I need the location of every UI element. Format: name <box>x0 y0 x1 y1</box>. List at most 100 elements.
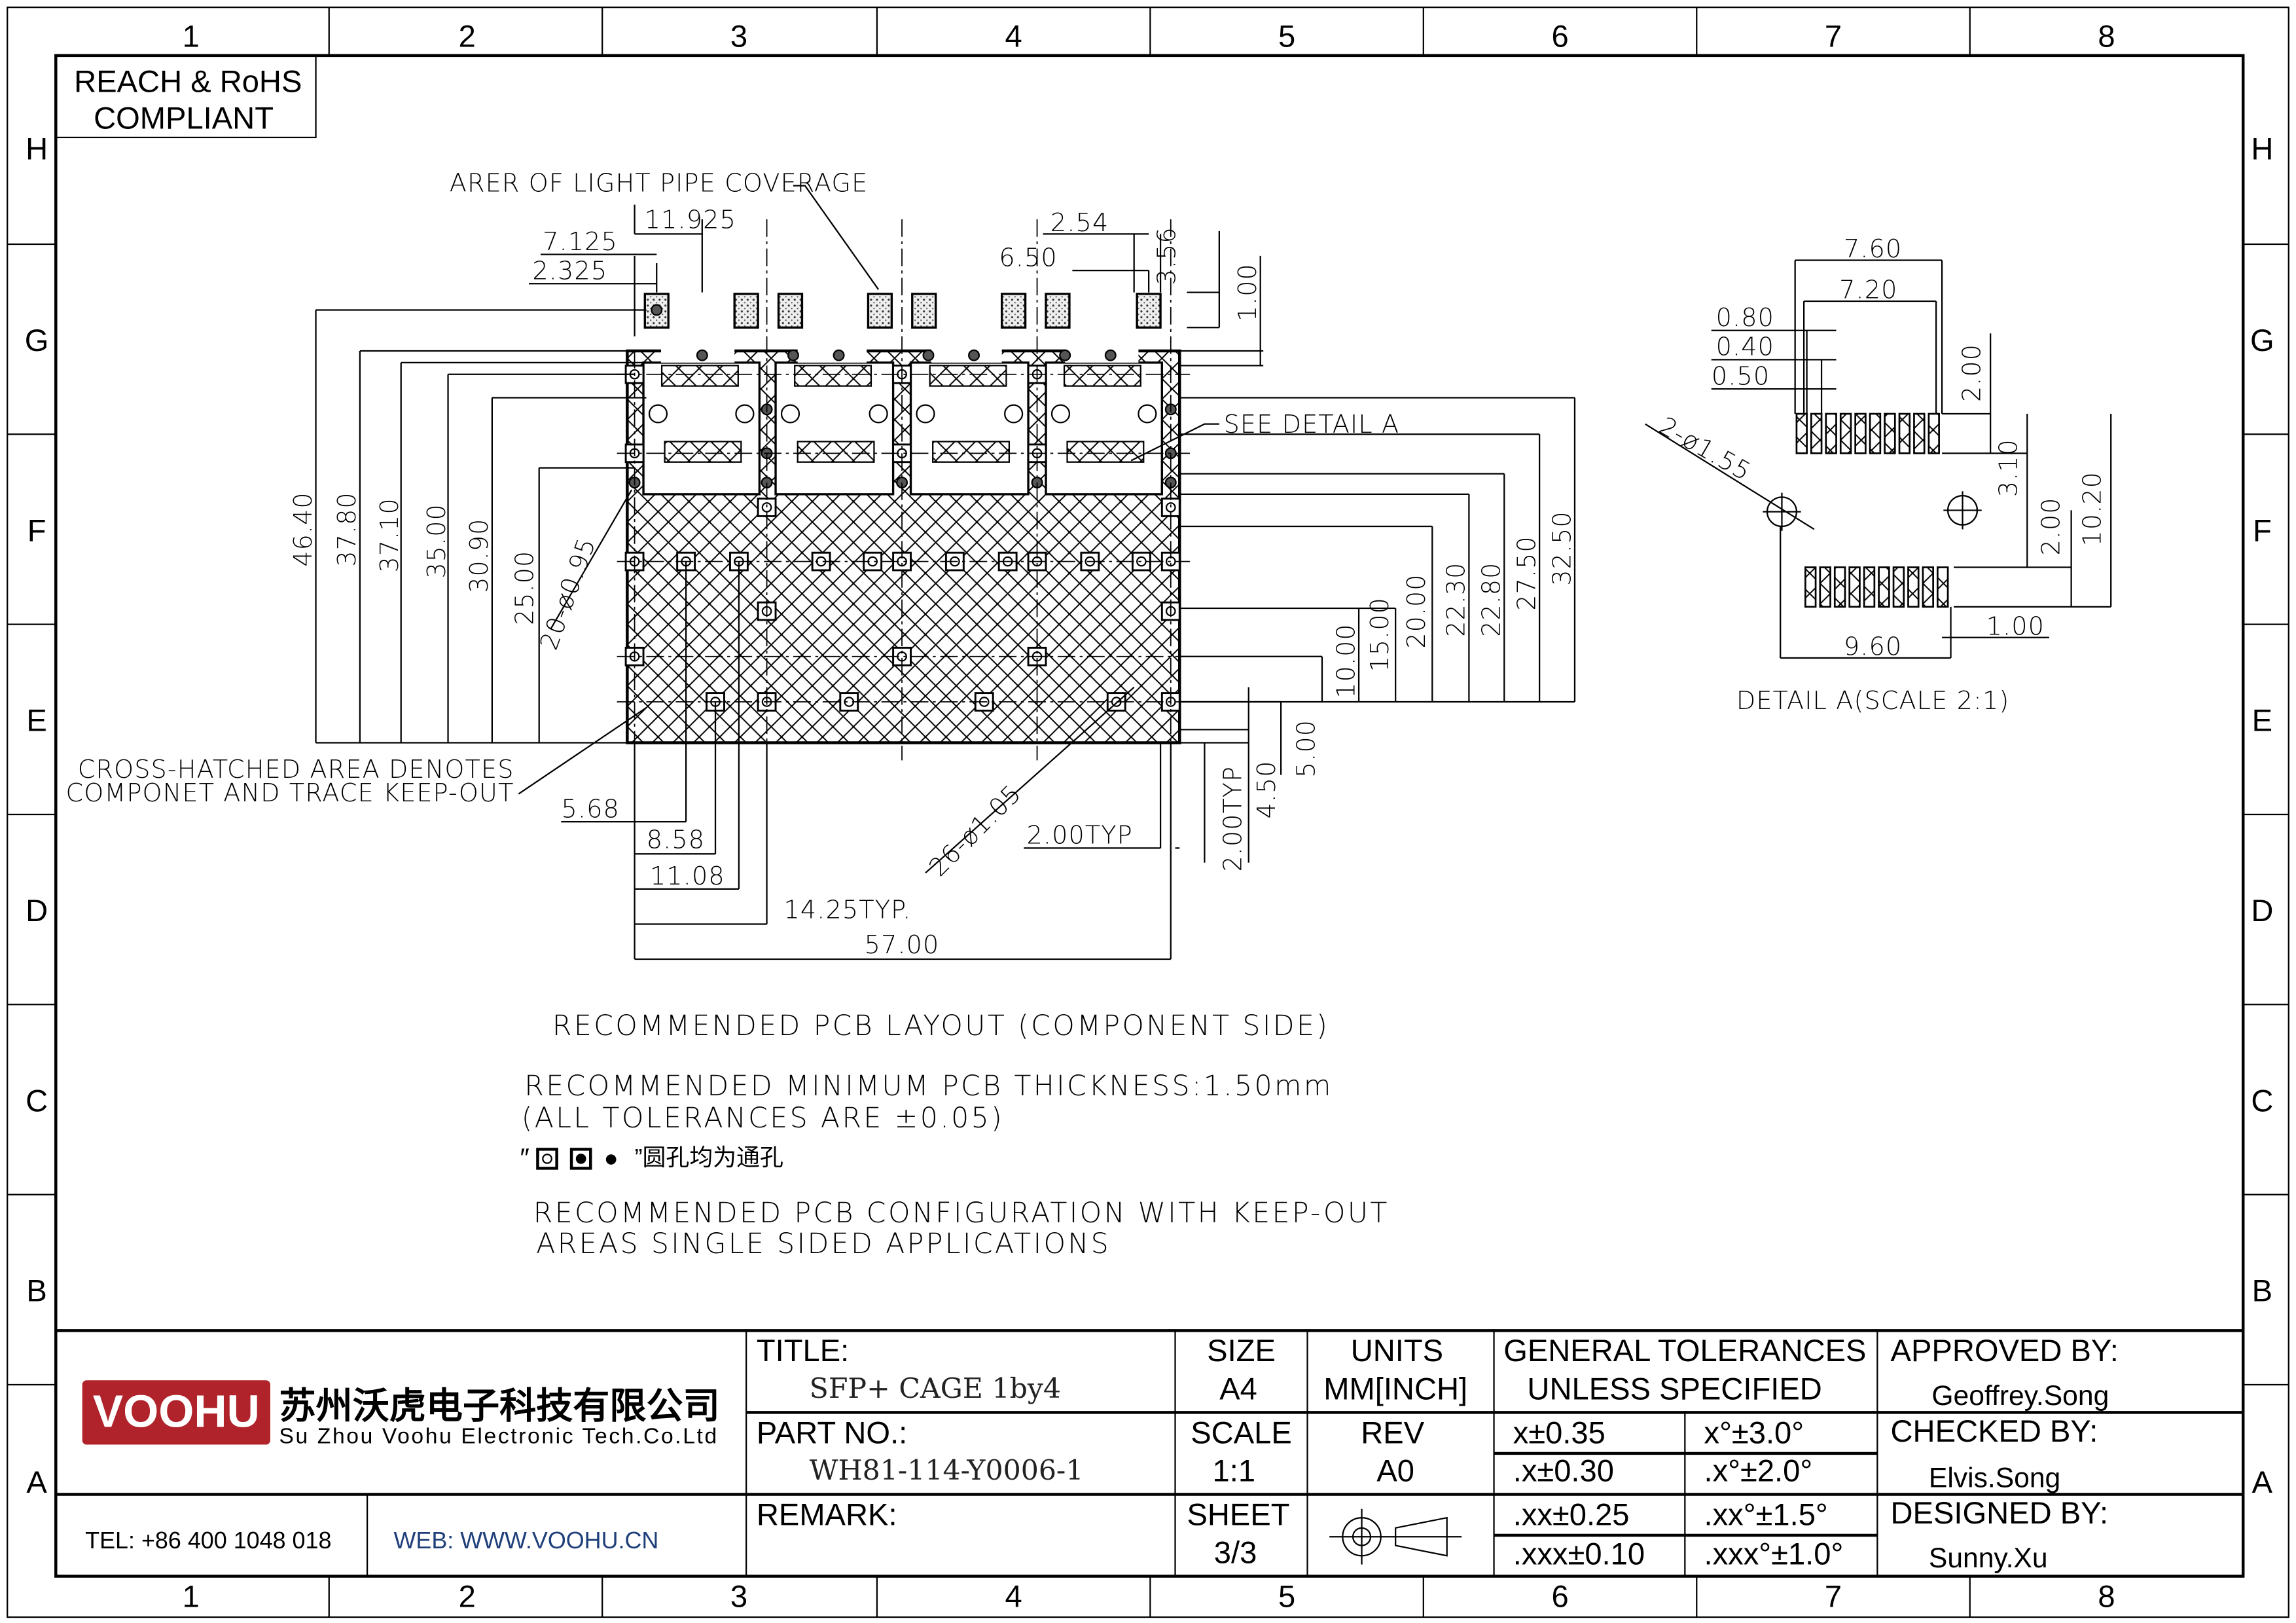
callout-light-pipe: ARER OF LIGHT PIPE COVERAGE <box>450 169 869 198</box>
plated-hole <box>1104 349 1117 361</box>
contact-pad <box>1854 412 1867 454</box>
light-pipe-area <box>911 293 937 329</box>
detail-dimension-label: 3.10 <box>1994 439 2022 497</box>
remark-label: REMARK: <box>757 1497 897 1531</box>
dimension-label: 35.00 <box>422 503 451 578</box>
dimension-label: 3.56 <box>1152 227 1181 285</box>
contact-pad <box>1928 412 1940 454</box>
light-pipe-area <box>1136 293 1162 329</box>
scale-value: 1:1 <box>1213 1453 1256 1487</box>
dimension-label: 37.10 <box>375 498 404 572</box>
size-label: SIZE <box>1207 1333 1276 1368</box>
detail-dimension-label: 9.60 <box>1844 632 1902 661</box>
light-pipe-area <box>1045 293 1071 329</box>
dimension-label: 1.00 <box>1233 263 1262 321</box>
zone-column-label: 5 <box>1278 1579 1295 1614</box>
detail-dimension-label: 2.00 <box>2037 498 2066 556</box>
dimension-label: 26-ø1.05 <box>924 779 1027 882</box>
tolerance-linear: .x±0.30 <box>1513 1453 1614 1487</box>
contact-pad <box>1907 566 1920 608</box>
round-hole-icon <box>605 1154 617 1165</box>
zone-row-label: E <box>26 703 46 738</box>
dimension-label: 2.325 <box>532 257 607 285</box>
contact-pad <box>1810 412 1823 454</box>
tolerance-header-1: GENERAL TOLERANCES <box>1503 1333 1866 1368</box>
zone-row-label: F <box>27 513 46 547</box>
tolerance-angular: .xx°±1.5° <box>1704 1497 1828 1531</box>
dimension-label: 5.68 <box>562 795 620 824</box>
detail-dimension-label: 2-ø1.55 <box>1655 411 1757 486</box>
tolerance-angular: .x°±2.0° <box>1704 1453 1813 1487</box>
alignment-hole <box>1138 404 1157 424</box>
zone-column-label: 1 <box>183 1579 200 1614</box>
detail-a-caption: DETAIL A(SCALE 2:1) <box>1736 686 2009 715</box>
zone-column-label: 1 <box>183 19 200 54</box>
connector-pin-row <box>932 441 1011 463</box>
rev-value: A0 <box>1376 1453 1414 1487</box>
zone-row-label: B <box>2252 1273 2272 1308</box>
contact-pad <box>1892 566 1905 608</box>
sheet-label: SHEET <box>1187 1497 1289 1531</box>
light-pipe-area <box>1000 293 1027 329</box>
dimension-label: 27.50 <box>1512 536 1541 610</box>
square-pad-filled-icon <box>569 1148 592 1170</box>
tab-gap <box>931 348 1002 363</box>
dimension-label: 2.54 <box>1050 208 1109 237</box>
alignment-hole <box>648 404 668 424</box>
zone-row-label: H <box>26 132 48 166</box>
connector-pin-row <box>664 441 742 463</box>
zone-column-label: 3 <box>730 19 747 54</box>
dimension-label: 22.80 <box>1477 562 1505 637</box>
rev-label: REV <box>1361 1415 1425 1450</box>
plated-hole <box>787 349 799 361</box>
web-link[interactable]: WEB: WWW.VOOHU.CN <box>393 1527 658 1554</box>
tolerance-angular: .xxx°±1.0° <box>1704 1537 1844 1571</box>
detail-dimension-label: 1.00 <box>1986 611 2045 640</box>
tolerance-header-2: UNLESS SPECIFIED <box>1527 1371 1821 1406</box>
checked-value: Elvis.Song <box>1929 1462 2060 1493</box>
alignment-hole <box>1004 404 1024 424</box>
light-pipe-area <box>867 293 893 329</box>
contact-pad <box>1937 566 1949 608</box>
designed-label: DESIGNED BY: <box>1891 1495 2109 1530</box>
zone-row-label: D <box>26 893 48 928</box>
detail-dimension-label: 0.80 <box>1716 303 1774 332</box>
title-block: VOOHU 苏州沃虎电子科技有限公司 Su Zhou Voohu Electro… <box>56 1329 2244 1577</box>
light-pipe-area <box>777 293 804 329</box>
note-thickness: RECOMMENDED MINIMUM PCB THICKNESS:1.50mm <box>524 1070 1333 1103</box>
plated-hole <box>696 349 708 361</box>
zone-row-label: C <box>2251 1083 2273 1118</box>
contact-pad <box>1878 566 1890 608</box>
designed-value: Sunny.Xu <box>1929 1542 2048 1574</box>
detail-dimension-label: 0.40 <box>1716 333 1774 361</box>
notes: RECOMMENDED PCB LAYOUT (COMPONENT SIDE) … <box>520 1010 1388 1260</box>
zone-column-label: 2 <box>459 19 476 54</box>
company-logo: VOOHU <box>82 1380 270 1445</box>
connector-pin-row <box>1066 441 1145 463</box>
zone-column-label: 2 <box>459 1579 476 1614</box>
connector-pin-row <box>794 365 872 387</box>
approved-label: APPROVED BY: <box>1891 1333 2119 1368</box>
zone-column-label: 3 <box>730 1579 747 1614</box>
note-layout: RECOMMENDED PCB LAYOUT (COMPONENT SIDE) <box>552 1010 1329 1042</box>
zone-row-label: C <box>26 1083 48 1118</box>
tolerance-angular: x°±3.0° <box>1704 1415 1804 1450</box>
detail-dimension-label: 2.00 <box>1957 344 1986 402</box>
dimension-label: 7.125 <box>543 227 618 256</box>
zone-row-label: G <box>25 323 49 357</box>
company-name-en: Su Zhou Voohu Electronic Tech.Co.Ltd <box>279 1424 717 1448</box>
checked-label: CHECKED BY: <box>1891 1413 2098 1448</box>
contact-pad <box>1913 412 1926 454</box>
title-label: TITLE: <box>757 1333 849 1368</box>
compliance-line-1: REACH & RoHS <box>74 64 302 99</box>
zone-column-label: 4 <box>1005 19 1022 54</box>
zone-row-label: A <box>2252 1465 2273 1499</box>
alignment-hole <box>916 404 935 424</box>
alignment-hole <box>1050 404 1071 424</box>
note-holes: ”圆孔均为通孔 <box>635 1144 783 1171</box>
connector-pin-row <box>797 441 875 463</box>
detail-dimension-label: 7.20 <box>1839 276 1897 304</box>
dimension-label: 46.40 <box>289 492 317 566</box>
